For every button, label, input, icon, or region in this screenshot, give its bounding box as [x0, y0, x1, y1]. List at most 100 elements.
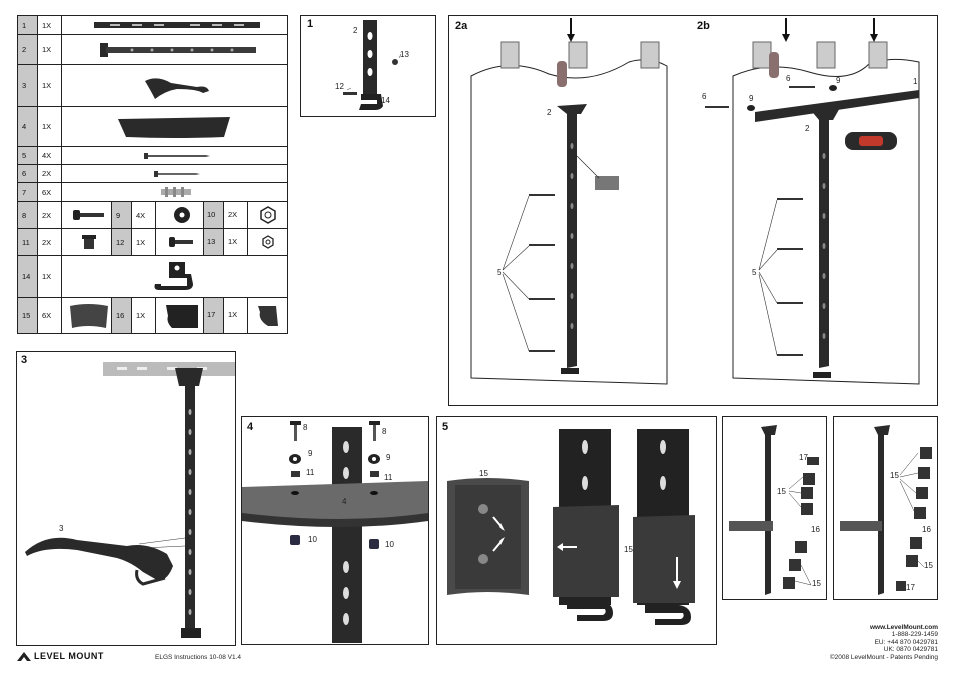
parts-row-15: 15 6X 16 1X 17 1X — [17, 297, 288, 334]
part-quantity: 1X — [131, 297, 156, 334]
tv-mount-bar-icon — [61, 15, 288, 35]
callout: 8 — [303, 423, 308, 432]
step-7-panel: 15 16 15 17 — [833, 416, 938, 600]
cover-small-icon — [248, 298, 287, 333]
website-link[interactable]: www.LevelMount.com — [869, 624, 938, 631]
parts-row-8: 8 2X 9 4X 10 2X — [17, 201, 288, 229]
callout: 10 — [385, 540, 394, 549]
part-quantity: 4X — [37, 146, 62, 165]
cover-medium-icon — [155, 297, 204, 334]
row11-right-group: 13 1X — [204, 229, 287, 255]
washer-icon — [155, 201, 204, 229]
row8-right-group: 10 2X — [204, 202, 287, 228]
step-title: 2b — [697, 20, 710, 32]
step-5-illustration — [447, 429, 695, 625]
cover-large-icon — [61, 297, 112, 334]
callout: 15 — [924, 561, 933, 570]
parts-row-3: 3 1X — [17, 64, 288, 107]
part-number: 11 — [17, 228, 38, 256]
part-quantity: 2X — [37, 201, 62, 229]
part-number: 4 — [17, 106, 38, 147]
step-4-panel: 4 8 9 11 10 8 9 11 10 4 — [241, 416, 429, 645]
parts-row-7: 7 6X — [17, 182, 288, 202]
step-7-illustration — [840, 425, 932, 595]
callout: 11 — [384, 473, 393, 482]
parts-row-11: 11 2X 12 1X 13 1X — [17, 228, 288, 256]
contact-block: www.LevelMount.com 1-888-229-1459 EU: +4… — [830, 624, 938, 661]
part-quantity: 2X — [37, 228, 62, 256]
part-quantity: 1X — [224, 298, 248, 333]
part-number: 15 — [17, 297, 38, 334]
parts-row-5: 5 4X — [17, 146, 288, 165]
part-quantity: 1X — [37, 34, 62, 65]
callout: 15 — [479, 469, 488, 478]
step-4-illustration — [242, 421, 428, 643]
callout: 13 — [400, 50, 409, 59]
callout: 6 — [786, 74, 791, 83]
shelf-plate-icon — [61, 106, 288, 147]
part-number: 6 — [17, 164, 38, 183]
callout: 3 — [59, 524, 64, 533]
spacer-icon — [61, 228, 112, 256]
part-quantity: 6X — [37, 297, 62, 334]
copyright: ©2008 LevelMount - Patents Pending — [829, 653, 938, 661]
document-id: ELGS Instructions 10-08 V1.4 — [155, 654, 241, 661]
hook-clip-icon — [61, 255, 288, 298]
step-title: 4 — [247, 421, 254, 433]
callout: 5 — [752, 268, 757, 277]
part-number: 1 — [17, 15, 38, 35]
wall-anchor-icon — [61, 182, 288, 202]
brand-name: LEVEL MOUNT — [34, 651, 104, 661]
part-number: 16 — [111, 297, 132, 334]
step-3-panel: 3 3 — [16, 351, 236, 646]
callout: 17 — [799, 453, 808, 462]
step-title: 2a — [455, 20, 468, 32]
callout: 15 — [812, 579, 821, 588]
step-6-panel: 17 15 16 15 — [722, 416, 827, 600]
row11-right: 13 1X — [203, 228, 288, 256]
callout: 6 — [702, 92, 707, 101]
part-number: 2 — [17, 34, 38, 65]
tilt-bracket-icon — [61, 64, 288, 107]
row8-right: 10 2X — [203, 201, 288, 229]
part-number: 13 — [204, 229, 224, 255]
nut-icon — [248, 202, 287, 228]
part-number: 8 — [17, 201, 38, 229]
callout: 2 — [547, 108, 552, 117]
callout: 11 — [306, 468, 315, 477]
step-1-panel: 1 2 13 12 14 — [300, 15, 436, 117]
part-quantity: 4X — [131, 201, 156, 229]
callout: 15 — [624, 545, 633, 554]
parts-row-4: 4 1X — [17, 106, 288, 147]
callout: 14 — [381, 96, 390, 105]
parts-row-6: 6 2X — [17, 164, 288, 183]
step-1-illustration — [343, 20, 402, 110]
callout: 15 — [890, 471, 899, 480]
part-quantity: 2X — [224, 202, 248, 228]
callout: 17 — [906, 583, 915, 592]
short-bolt-icon — [155, 228, 204, 256]
callout: 8 — [382, 427, 387, 436]
step-title: 5 — [442, 421, 449, 433]
callout: 9 — [836, 76, 841, 85]
callout: 10 — [308, 535, 317, 544]
eu-phone: EU: +44 870 0429781 — [874, 638, 938, 646]
part-quantity: 1X — [131, 228, 156, 256]
step-2-illustration — [470, 18, 920, 385]
callout: 16 — [811, 525, 820, 534]
brand-logo: LEVEL MOUNT — [17, 651, 104, 661]
part-number: 3 — [17, 64, 38, 107]
callout: 12 — [335, 82, 344, 91]
parts-row-1: 1 1X — [17, 15, 288, 35]
small-nut-icon — [248, 229, 287, 255]
part-quantity: 1X — [37, 255, 62, 298]
parts-row-2: 2 1X — [17, 34, 288, 65]
vertical-rail-icon — [61, 34, 288, 65]
part-number: 12 — [111, 228, 132, 256]
callout: 15 — [777, 487, 786, 496]
parts-table: 1 1X 2 1X 3 1X 4 1X 5 4X 6 2X — [17, 15, 288, 334]
uk-phone: UK: 0870 0429781 — [883, 646, 938, 654]
part-quantity: 1X — [37, 106, 62, 147]
step-5-panel: 5 15 15 — [436, 416, 717, 645]
callout: 5 — [497, 268, 502, 277]
